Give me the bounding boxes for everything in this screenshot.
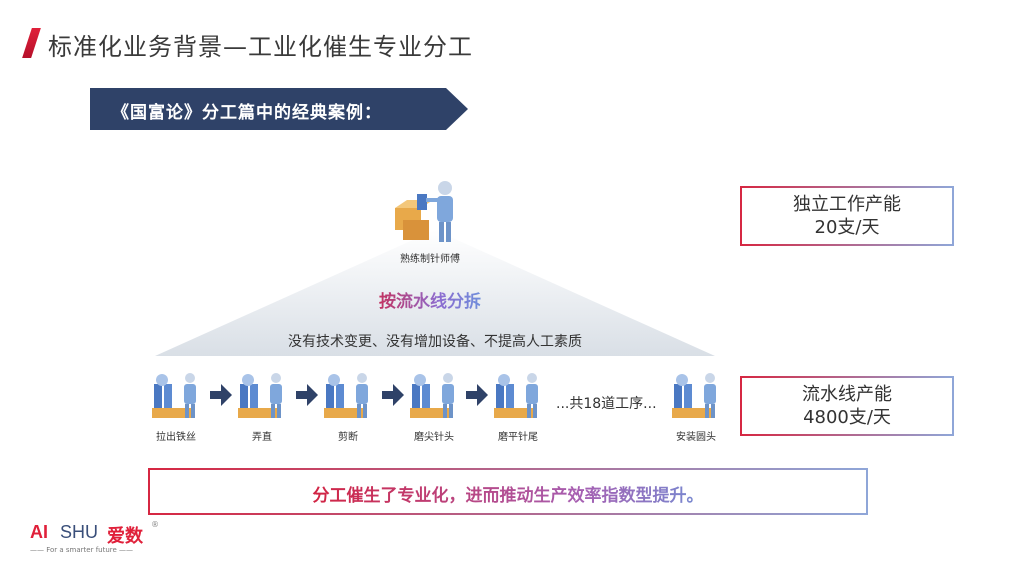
conditions-text: 没有技术变更、没有增加设备、不提高人工素质 [288,334,582,350]
assembly-worker-icon [672,373,716,418]
assembly-worker-icon [324,373,368,418]
capacity-label: 流水线产能 [802,384,892,405]
right-arrow-icon [466,384,488,406]
step-label: 磨平针尾 [498,432,538,443]
step-label: 剪断 [338,432,358,443]
step-label: 磨尖针头 [414,432,454,443]
summary-text: 分工催生了专业化，进而推动生产效率指数型提升。 [148,481,868,506]
summary-box: 分工催生了专业化，进而推动生产效率指数型提升。 [148,468,868,515]
capacity-value: 4800支/天 [803,407,891,428]
logo-ai: AI [30,522,48,542]
more-steps-text: ...共18道工序... [556,396,657,412]
step-label: 拉出铁丝 [156,432,196,443]
assembly-worker-icon [410,373,454,418]
right-arrow-icon [382,384,404,406]
capacity-label: 独立工作产能 [793,194,901,215]
banner-text: 《国富论》分工篇中的经典案例： [112,103,382,123]
worker-with-boxes-icon [395,181,453,242]
right-arrow-icon [210,384,232,406]
logo-shu: SHU [60,522,99,542]
step-label: 安装圆头 [676,432,716,443]
logo-cn: 爱数 [107,526,143,547]
right-arrow-icon [296,384,318,406]
split-label: 按流水线分拆 [340,287,520,312]
step-label: 弄直 [252,432,272,443]
logo-registered-mark: ® [151,520,159,529]
case-banner: 《国富论》分工篇中的经典案例： [90,88,468,130]
independent-capacity-box: 独立工作产能 20支/天 [740,186,954,246]
assembly-worker-icon [152,373,196,418]
pyramid-shape [155,230,715,356]
capacity-value: 20支/天 [814,217,880,238]
slide-title: 标准化业务背景—工业化催生专业分工 [48,33,473,61]
assembly-worker-icon [494,373,538,418]
logo-tagline: —— For a smarter future —— [30,546,134,554]
title-accent-bar [22,28,41,58]
banner-arrow-shape [90,88,468,130]
aishu-logo: AI SHU 爱数 ® —— For a smarter future —— [30,520,180,562]
assembly-worker-icon [238,373,282,418]
pipeline-capacity-box: 流水线产能 4800支/天 [740,376,954,436]
master-label: 熟练制针师傅 [400,254,460,265]
